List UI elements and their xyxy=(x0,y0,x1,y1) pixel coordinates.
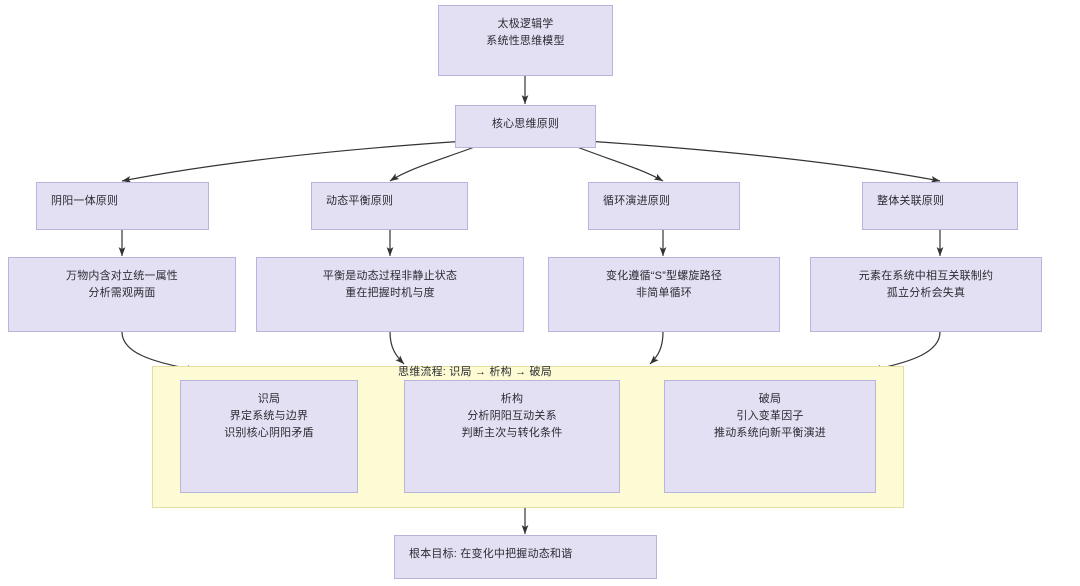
node-step-analyze-line-3: 判断主次与转化条件 xyxy=(461,427,563,439)
node-detail-holistic-line-1: 元素在系统中相互关联制约 xyxy=(858,270,994,282)
node-step-recognize-line-1: 识局 xyxy=(257,393,281,405)
node-detail-cyclical[interactable]: 变化遵循“S”型螺旋路径 非简单循环 xyxy=(548,257,780,332)
node-detail-holistic[interactable]: 元素在系统中相互关联制约 孤立分析会失真 xyxy=(810,257,1042,332)
node-detail-dynamic-balance[interactable]: 平衡是动态过程非静止状态 重在把握时机与度 xyxy=(256,257,524,332)
node-step-recognize-line-3: 识别核心阴阳矛盾 xyxy=(224,427,314,439)
node-detail-yinyang-line-2: 分析需观两面 xyxy=(88,287,156,299)
node-goal[interactable]: 根本目标: 在变化中把握动态和谐 xyxy=(394,535,657,579)
node-title-line-2: 系统性思维模型 xyxy=(486,35,565,47)
node-step-breakthrough[interactable]: 破局 引入变革因子 推动系统向新平衡演进 xyxy=(664,380,876,493)
edge-detail-3-to-process xyxy=(649,331,664,365)
node-detail-cyclical-line-1: 变化遵循“S”型螺旋路径 xyxy=(605,270,723,282)
node-detail-holistic-line-2: 孤立分析会失真 xyxy=(886,287,966,299)
node-detail-dynamic-balance-line-1: 平衡是动态过程非静止状态 xyxy=(322,270,458,282)
edge-core-to-principle-3 xyxy=(571,144,664,182)
node-step-recognize-line-2: 界定系统与边界 xyxy=(229,410,309,422)
node-step-breakthrough-line-3: 推动系统向新平衡演进 xyxy=(714,427,826,439)
node-step-recognize[interactable]: 识局 界定系统与边界 识别核心阴阳矛盾 xyxy=(180,380,358,493)
node-title-line-1: 太极逻辑学 xyxy=(497,18,554,30)
node-detail-dynamic-balance-line-2: 重在把握时机与度 xyxy=(345,287,435,299)
node-step-breakthrough-line-1: 破局 xyxy=(758,393,782,405)
node-principle-yinyang[interactable]: 阴阳一体原则 xyxy=(36,182,209,230)
edge-core-to-principle-4 xyxy=(585,140,941,183)
node-principle-holistic-label: 整体关联原则 xyxy=(877,195,945,207)
node-step-analyze-line-1: 析构 xyxy=(500,393,524,405)
node-step-breakthrough-line-2: 引入变革因子 xyxy=(736,410,804,422)
node-detail-cyclical-line-2: 非简单循环 xyxy=(636,287,692,299)
node-principle-dynamic-balance-label: 动态平衡原则 xyxy=(326,195,394,207)
node-title[interactable]: 太极逻辑学 系统性思维模型 xyxy=(438,5,613,76)
node-detail-yinyang[interactable]: 万物内含对立统一属性 分析需观两面 xyxy=(8,257,236,332)
edge-detail-1-to-process xyxy=(121,331,197,372)
node-step-analyze[interactable]: 析构 分析阴阳互动关系 判断主次与转化条件 xyxy=(404,380,620,493)
subgraph-thinking-process-title: 思维流程: 识局 → 析构 → 破局 xyxy=(398,366,552,378)
node-principle-cyclical-label: 循环演进原则 xyxy=(603,195,671,207)
node-step-analyze-line-2: 分析阴阳互动关系 xyxy=(467,410,557,422)
node-principle-dynamic-balance[interactable]: 动态平衡原则 xyxy=(311,182,468,230)
node-principle-holistic[interactable]: 整体关联原则 xyxy=(862,182,1018,230)
node-core-principle[interactable]: 核心思维原则 xyxy=(455,105,596,148)
node-principle-cyclical[interactable]: 循环演进原则 xyxy=(588,182,740,230)
edge-detail-2-to-process xyxy=(389,331,405,365)
node-core-principle-label: 核心思维原则 xyxy=(491,118,560,130)
node-detail-yinyang-line-1: 万物内含对立统一属性 xyxy=(66,270,178,282)
node-principle-yinyang-label: 阴阳一体原则 xyxy=(51,195,119,207)
edge-core-to-principle-1 xyxy=(121,140,467,183)
edge-detail-4-to-process xyxy=(871,331,941,372)
edge-core-to-principle-2 xyxy=(389,144,481,182)
node-goal-label: 根本目标: 在变化中把握动态和谐 xyxy=(409,548,573,560)
